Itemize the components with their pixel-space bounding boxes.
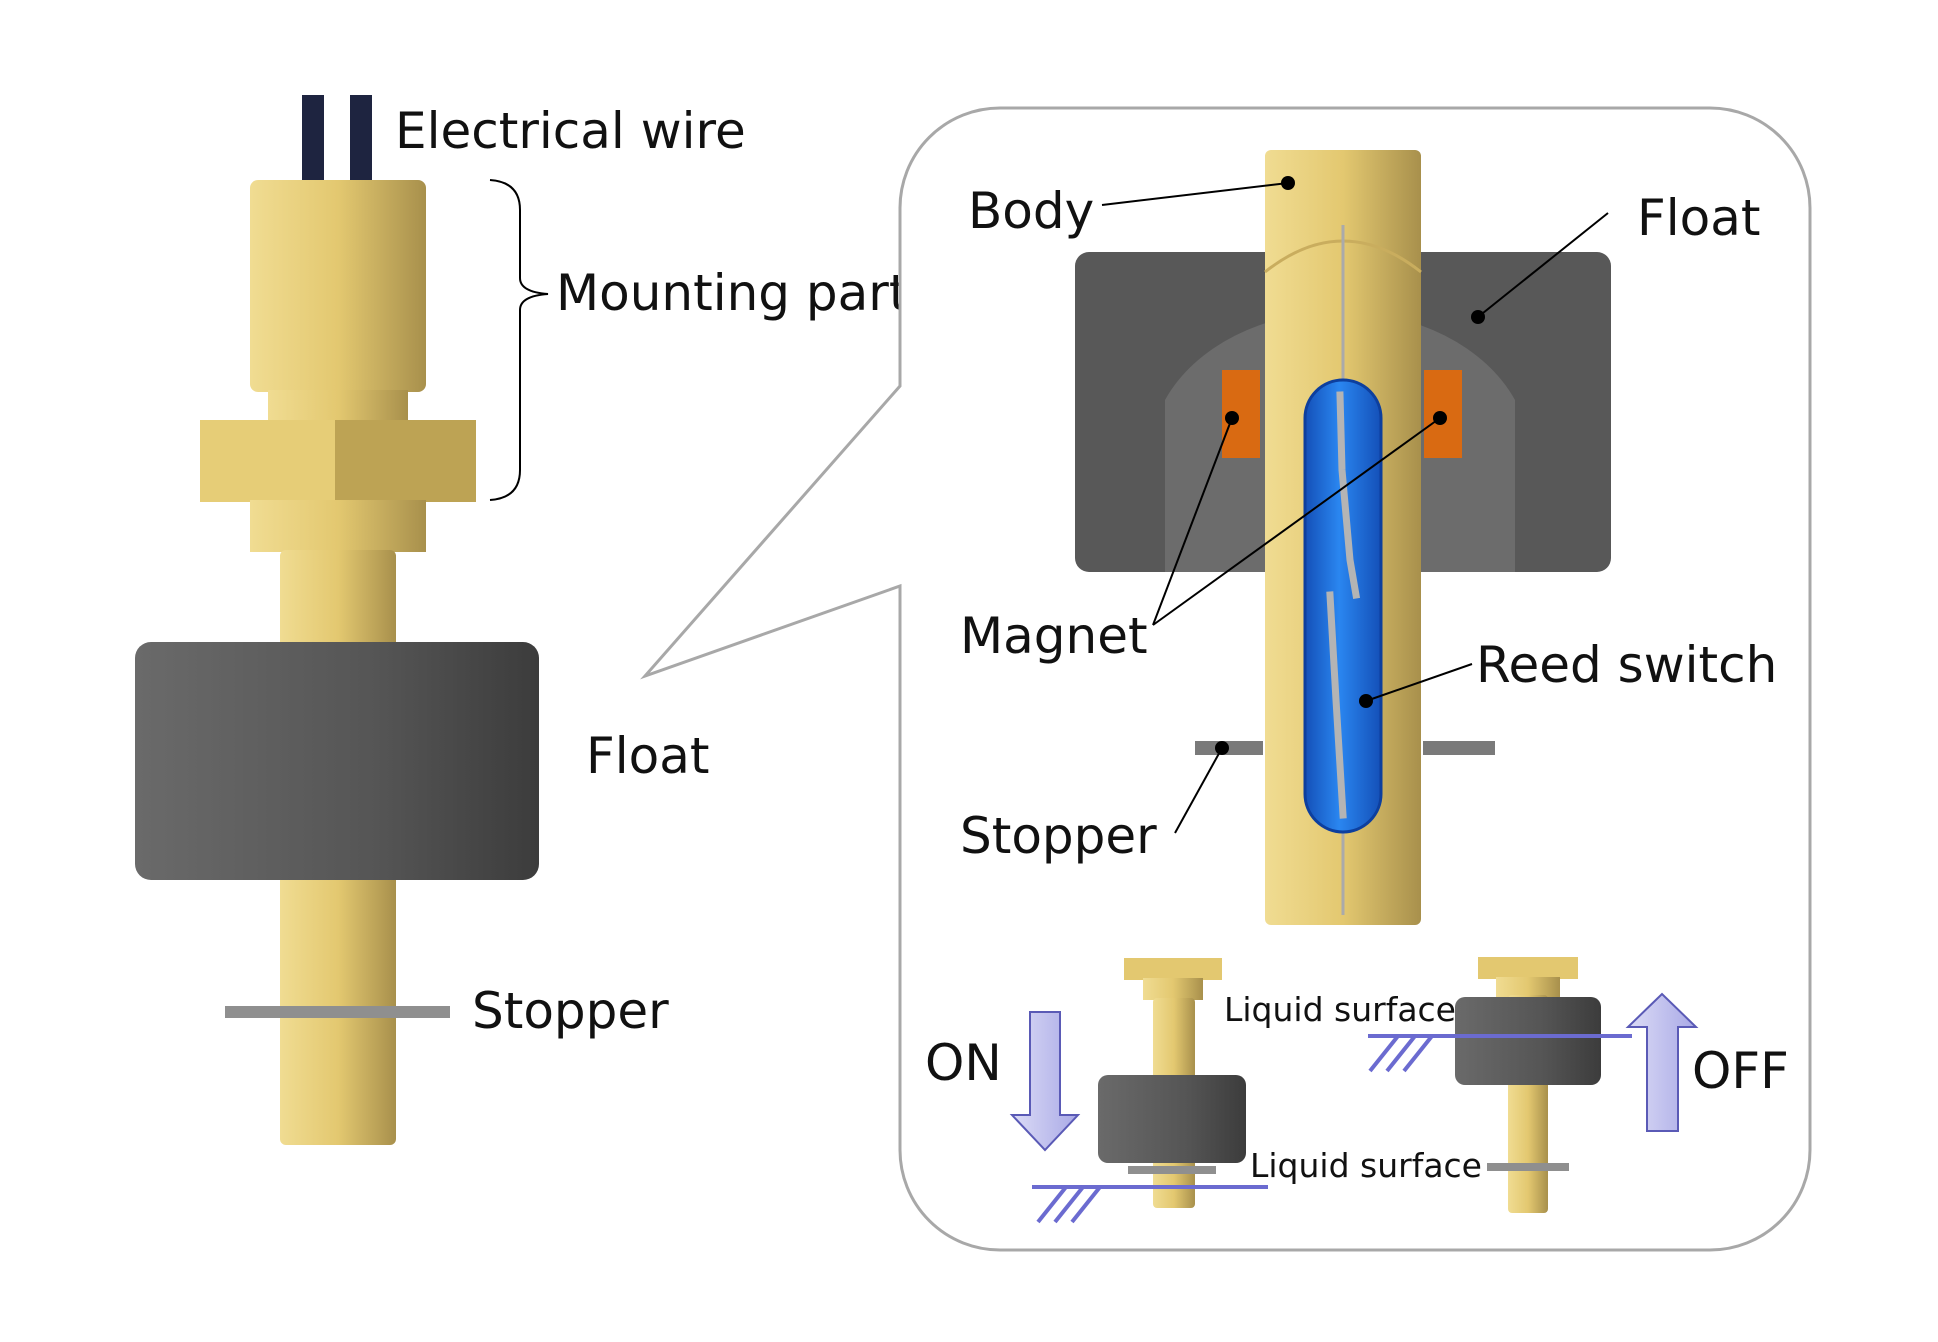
- stopper-label: Stopper: [472, 982, 669, 1040]
- cutaway-view: [1075, 150, 1611, 925]
- liquid-surface-label-left: Liquid surface: [1250, 1146, 1482, 1185]
- magnet-label: Magnet: [960, 607, 1148, 665]
- state-off: [1368, 957, 1699, 1213]
- on-label: ON: [925, 1034, 1002, 1092]
- up-arrow-icon: [1625, 992, 1699, 1132]
- reed-switch-label: Reed switch: [1476, 636, 1777, 694]
- detail-stopper-label: Stopper: [960, 807, 1157, 865]
- mounting-part-label: Mounting part: [556, 264, 908, 322]
- reed-contacts: [1326, 391, 1361, 819]
- stopper-right: [1423, 741, 1495, 755]
- float-label: Float: [586, 727, 710, 785]
- reed-switch-glass: [1303, 378, 1383, 834]
- body-label: Body: [968, 182, 1094, 240]
- down-arrow-icon: [1009, 1011, 1081, 1152]
- liquid-surface-label-right: Liquid surface: [1224, 990, 1456, 1029]
- mounting-part: [200, 180, 476, 552]
- detail-float-label: Float: [1637, 189, 1761, 247]
- detail-leaders: [1101, 176, 1609, 834]
- stopper-ring: [225, 1006, 450, 1018]
- state-on: [1009, 958, 1268, 1224]
- sensor-overview: [135, 95, 549, 1145]
- electrical-wire-label: Electrical wire: [395, 102, 746, 160]
- mounting-bracket: [489, 179, 549, 501]
- off-label: OFF: [1692, 1042, 1789, 1100]
- float-body: [135, 642, 539, 880]
- electrical-wire-icon: [302, 95, 372, 185]
